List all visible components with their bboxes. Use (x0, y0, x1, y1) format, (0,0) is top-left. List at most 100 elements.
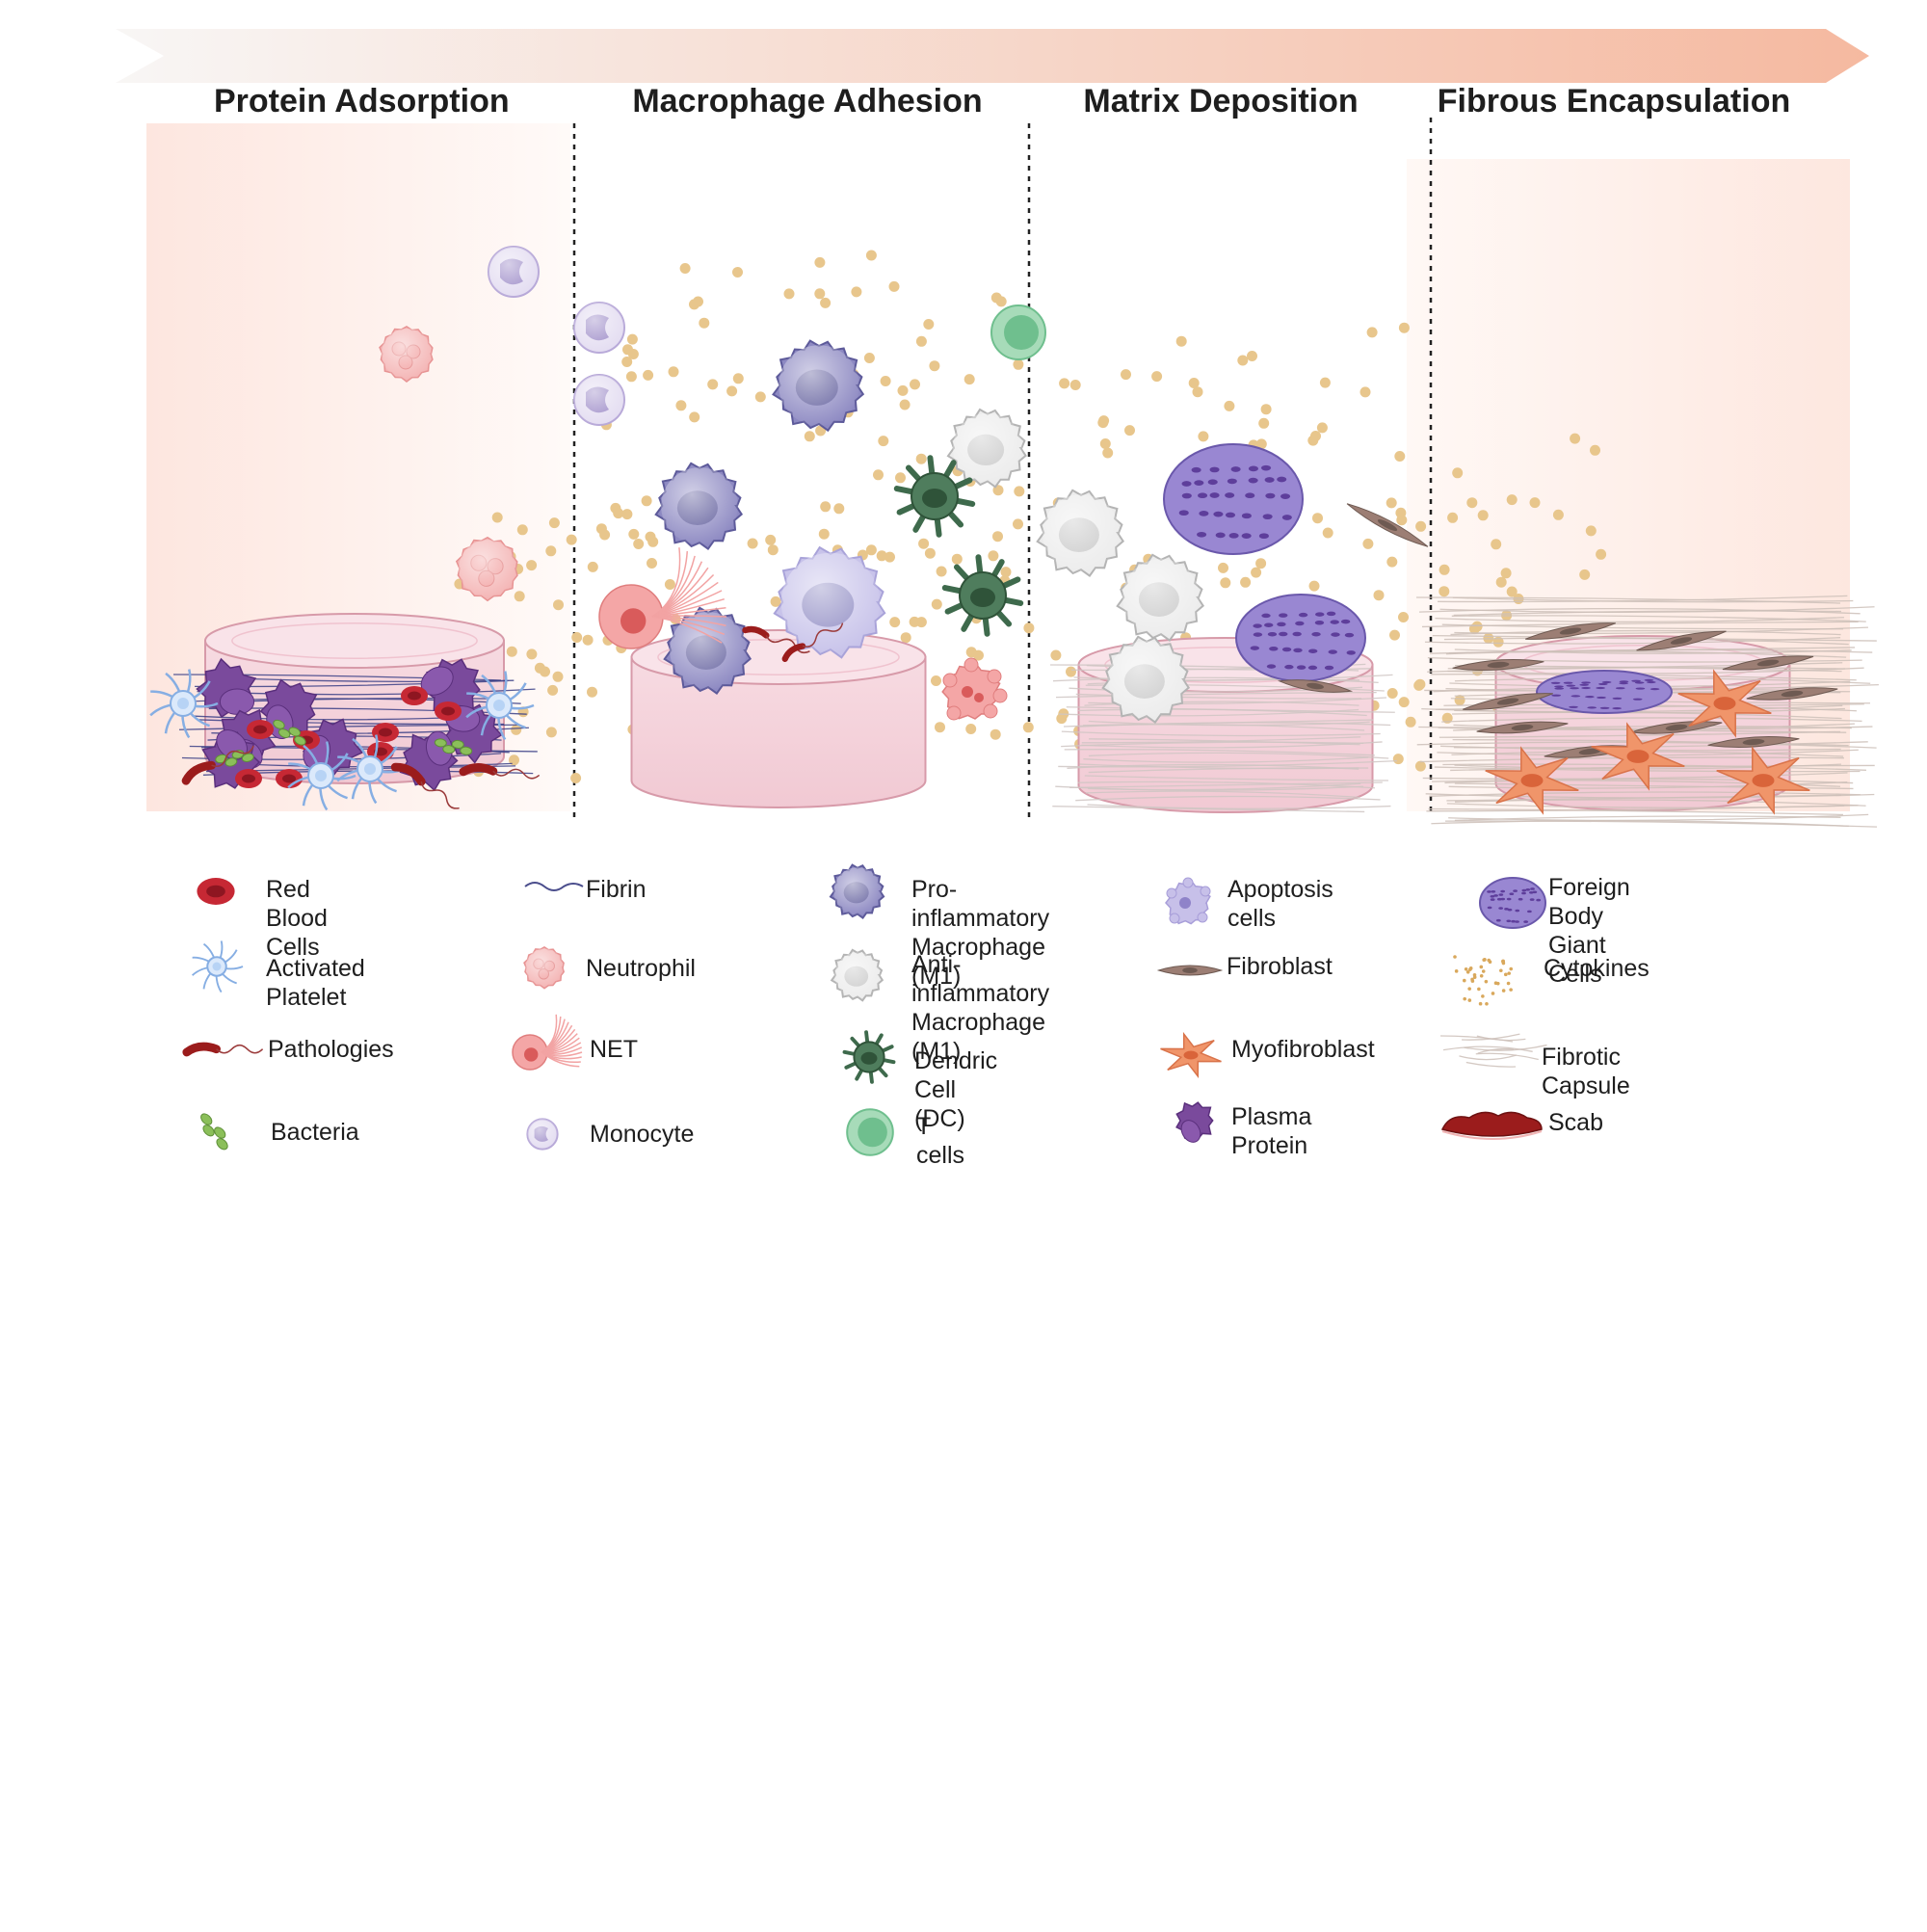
fibroblast (1277, 679, 1354, 693)
stage-title-macrophage-adhesion: Macrophage Adhesion (632, 83, 983, 119)
cytokine (1467, 987, 1471, 991)
cytokine (675, 400, 687, 411)
red-blood-cell-icon (197, 878, 235, 905)
cytokine (865, 544, 877, 556)
cytokine (566, 534, 577, 545)
red-blood-cell (247, 720, 274, 739)
cytokine (693, 296, 703, 307)
fibroblast (1346, 503, 1429, 547)
cytokine (923, 319, 935, 330)
cytokine (814, 256, 826, 268)
cytokine (1481, 994, 1485, 998)
anti-inflammatory-macrophage (1101, 635, 1191, 724)
m1-macrophage-icon (829, 863, 885, 920)
myofibroblast (1160, 1031, 1222, 1079)
cytokine (1312, 513, 1323, 524)
foreign-body-giant-cell (1235, 594, 1366, 682)
cytokine (1447, 512, 1459, 523)
pathogen (182, 1042, 264, 1057)
cytokine (1481, 969, 1486, 973)
cytokine (732, 267, 743, 278)
cytokine (1059, 378, 1070, 389)
spreading-macrophage (773, 545, 886, 659)
activated-platelet (149, 669, 219, 739)
m1-macrophage (829, 863, 885, 920)
activated-platelet-icon (191, 940, 244, 993)
cytokine (783, 288, 795, 300)
cytokine (873, 469, 884, 481)
cytokine (1552, 509, 1564, 520)
legend-label: T cells (916, 1113, 965, 1169)
cytokine (570, 773, 582, 783)
red-blood-cell (435, 701, 462, 721)
neutrophil-icon (523, 946, 566, 990)
cytokine (633, 539, 645, 549)
cytokine (929, 360, 940, 372)
cytokine (1240, 576, 1252, 588)
pro-inflammatory-macrophage (654, 462, 744, 550)
red-blood-cell (235, 769, 262, 788)
cytokine (1479, 973, 1484, 978)
cytokine (1470, 979, 1475, 983)
cytokine (931, 598, 942, 610)
cytokine (641, 495, 652, 507)
legend-label: Pathologies (268, 1036, 394, 1063)
dendritic-cell-icon (842, 1030, 896, 1084)
neutrophil (523, 946, 566, 990)
cytokine (1386, 497, 1397, 509)
cytokine (754, 391, 766, 403)
cytokine (1218, 562, 1228, 573)
pro-inflammatory-macrophage (663, 606, 752, 695)
foreign-body-giant-cell (1479, 877, 1546, 929)
cytokine (1192, 386, 1203, 398)
cytokine (897, 384, 909, 396)
fibroblast (1722, 655, 1814, 671)
pathogen (742, 625, 810, 654)
cytokine (526, 648, 538, 660)
plasma-protein (1175, 1101, 1214, 1143)
cytokine (888, 280, 900, 292)
cytokine (1124, 425, 1135, 437)
cytokine (1509, 966, 1514, 971)
foreign-body-giant-cell (1536, 670, 1673, 714)
cytokine (1310, 431, 1321, 441)
red-blood-cell (197, 878, 235, 905)
activated-platelet (336, 734, 406, 805)
legend-label: Cytokines (1544, 955, 1650, 982)
cytokine (900, 632, 911, 644)
cytokine (1477, 510, 1489, 521)
cytokine (621, 509, 633, 520)
cytokine (804, 431, 815, 442)
net-icon (512, 1014, 583, 1071)
cytokine (1405, 716, 1416, 728)
cytokine (1366, 327, 1378, 338)
myofibroblast-icon (1160, 1031, 1222, 1079)
cytokine (820, 501, 832, 513)
cytokine (1308, 580, 1320, 592)
cytokine (1247, 351, 1257, 361)
cytokine (965, 724, 977, 734)
red-blood-cell (401, 686, 428, 705)
cytokine (627, 349, 639, 359)
dendritic-cell (941, 554, 1024, 637)
foreign-body-giant-cell (1163, 443, 1304, 555)
activated-platelet (465, 671, 535, 741)
legend-label: Fibrotic Capsule (1542, 1044, 1630, 1099)
cytokine (915, 617, 927, 628)
cytokine (553, 599, 564, 611)
fibroblast (1630, 721, 1723, 734)
cytokine (1023, 622, 1035, 634)
plasma-protein (196, 657, 257, 719)
cytokine (1495, 576, 1507, 588)
cytokine (1501, 989, 1506, 992)
cytokine (509, 754, 519, 766)
cytokine (1373, 590, 1385, 601)
cytokine (1398, 697, 1410, 708)
cytokine (582, 634, 594, 646)
fibroblast-icon (1156, 965, 1224, 976)
cytokine (1394, 451, 1406, 462)
cytokine (765, 534, 777, 545)
cytokine (1509, 988, 1513, 992)
cytokine (1069, 380, 1081, 390)
